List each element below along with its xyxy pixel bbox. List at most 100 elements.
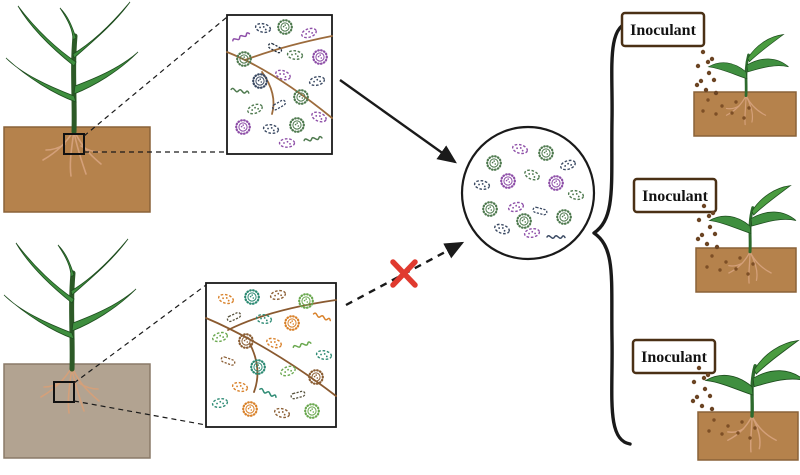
microbe-spiky [538,145,554,161]
soil-granule-dot [747,106,751,110]
inoculant-dot [696,217,702,223]
microbe-spiky [556,209,572,225]
inoculant-group-3: Inoculant [631,338,800,461]
soil-granule-dot [730,111,734,115]
soil-granule-dot [734,100,738,104]
soil-granule-dot [734,267,738,271]
soil-block-bottom [3,363,151,459]
selected-community-circle [460,125,596,261]
callout-line [73,400,207,426]
inoculant-dots-soil [701,98,751,120]
microbe-oval [524,169,540,181]
microbes-circle [473,143,585,240]
microbe-spiky [242,401,258,417]
microbe-oval [301,27,317,39]
soil-granule-dot [724,260,728,264]
microbe-oval [255,313,273,325]
microbe-spiky [236,51,252,67]
microbe-spiky [252,73,268,89]
seedling-soil [695,247,797,293]
microbe-spiky [500,173,516,189]
inoculant-dots-falling [690,365,715,412]
inoculant-dot [707,224,713,230]
inoculant-label-box [620,11,706,48]
microbe-spiral [312,312,332,322]
microbe-rod [290,390,306,400]
inoculant-dot [695,63,701,69]
plant-top-left [3,2,151,213]
inoculant-dot [695,236,701,242]
microbe-spiky [548,175,564,191]
inoculant-dots-falling [695,203,720,250]
microbe-spiky [486,155,502,171]
inoculant-dot [705,59,711,65]
soil-granule-dot [712,418,716,422]
inoculant-dots-soil [705,254,755,276]
community-circle-outline [460,125,596,261]
soil-granule-dot [753,426,757,430]
soil-granule-dot [738,256,742,260]
microbe-spiral [292,341,312,349]
inoculant-dot [712,231,718,237]
soil-granule-dot [720,104,724,108]
root-sample-box [63,133,85,155]
microbe-oval [247,103,263,115]
soil-granule-dot [726,424,730,428]
microbe-spiky [250,359,266,375]
microbe-rod [220,356,236,366]
soil-granule-dot [701,109,705,113]
soil-granule-dot [707,429,711,433]
microbe-oval [473,179,491,191]
inoculant-dot [711,77,717,83]
microbe-rod [532,206,548,216]
inoculant-dot [704,241,710,247]
microbe-spiky [298,293,314,309]
inoculant-dot [706,213,712,219]
inoculant-dot [696,365,702,371]
microbe-oval [262,123,280,135]
microbe-oval [560,159,576,171]
microbe-oval [211,331,229,343]
microbe-oval [315,349,333,361]
root-sample-box [53,381,75,403]
microbe-spiky [277,19,293,35]
inoculant-dot [699,403,705,409]
microbe-spiky [516,213,532,229]
soil-granule-dot [720,432,724,436]
soil-granule-dot [742,116,746,120]
inoculant-dot [701,375,707,381]
root-branches [205,299,337,397]
plant-bottom-left [3,239,151,459]
soil-granule-dot [736,431,740,435]
arrow-selected [339,79,457,164]
microbe-spiky [482,201,498,217]
microbe-spiral [546,234,566,240]
soil-granule-dot [748,436,752,440]
microbe-rod [226,311,242,323]
soil-community-a [226,14,333,155]
soil-granule-dot [751,262,755,266]
inoculant-dot [705,372,711,378]
inoculant-group-1: Inoculant [620,11,797,137]
microbe-oval [217,293,235,305]
inoculant-label: Inoculant [630,22,696,39]
microbe-spiky [235,119,251,135]
inoculant-label: Inoculant [642,188,708,205]
microbe-spiky [284,315,300,331]
inoculant-dot [714,244,720,250]
callout-line [83,16,228,137]
microbe-spiky [304,403,320,419]
inoculant-dot [700,49,706,55]
soil-granule-dot [706,98,710,102]
microbe-spiky [293,89,309,105]
soil-granule-dot [746,272,750,276]
inoculant-dot [698,78,704,84]
soil-block-top [3,126,151,213]
inoculant-dot [709,406,715,412]
brace [592,20,632,446]
soil-granule-dot [710,254,714,258]
soil-granule-dot [705,265,709,269]
inoculant-dots-soil [707,418,757,440]
soil-granule-dot [718,268,722,272]
